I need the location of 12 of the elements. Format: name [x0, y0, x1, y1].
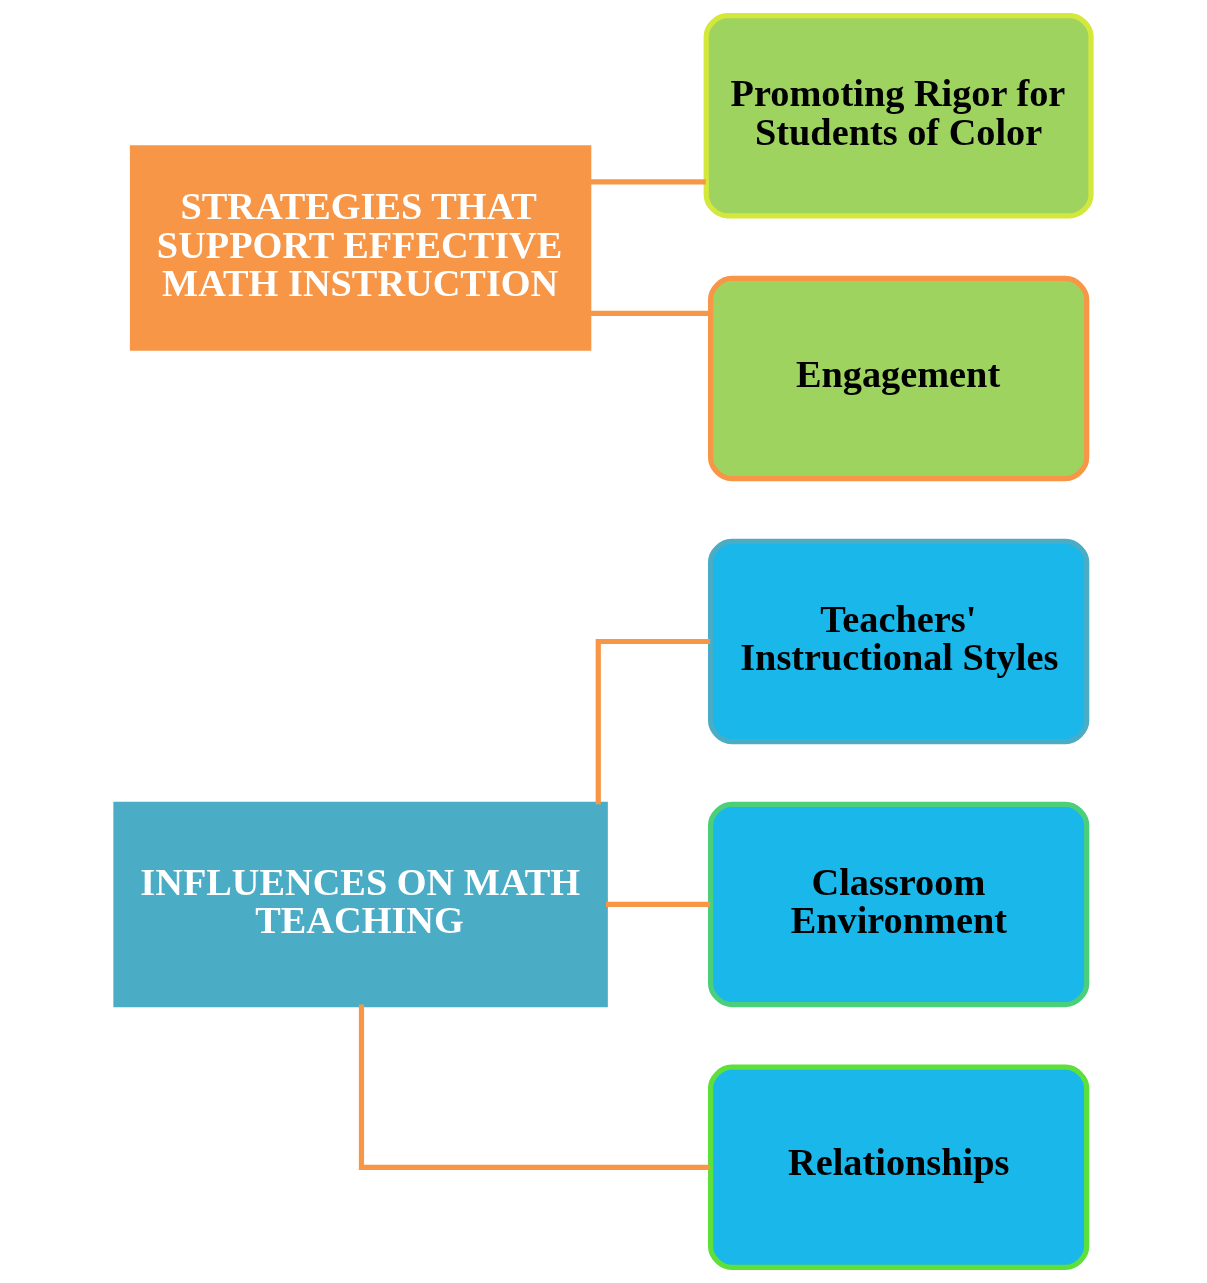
connector: [588, 310, 710, 316]
connector: [358, 1004, 710, 1170]
node-box: Classroom Environment: [707, 801, 1090, 1008]
node-box: Promoting Rigor for Students of Color: [703, 12, 1094, 219]
connector: [595, 638, 711, 805]
connector: [588, 179, 706, 185]
node-box: Teachers' Instructional Styles: [707, 538, 1090, 745]
node-box: STRATEGIES THAT SUPPORT EFFECTIVE MATH INSTRUCTION: [129, 145, 592, 351]
connector: [606, 901, 710, 908]
node-box: Engagement: [707, 275, 1090, 482]
node-box: Relationships: [707, 1064, 1090, 1271]
node-box: INFLUENCES ON MATH TEACHING: [113, 801, 608, 1008]
